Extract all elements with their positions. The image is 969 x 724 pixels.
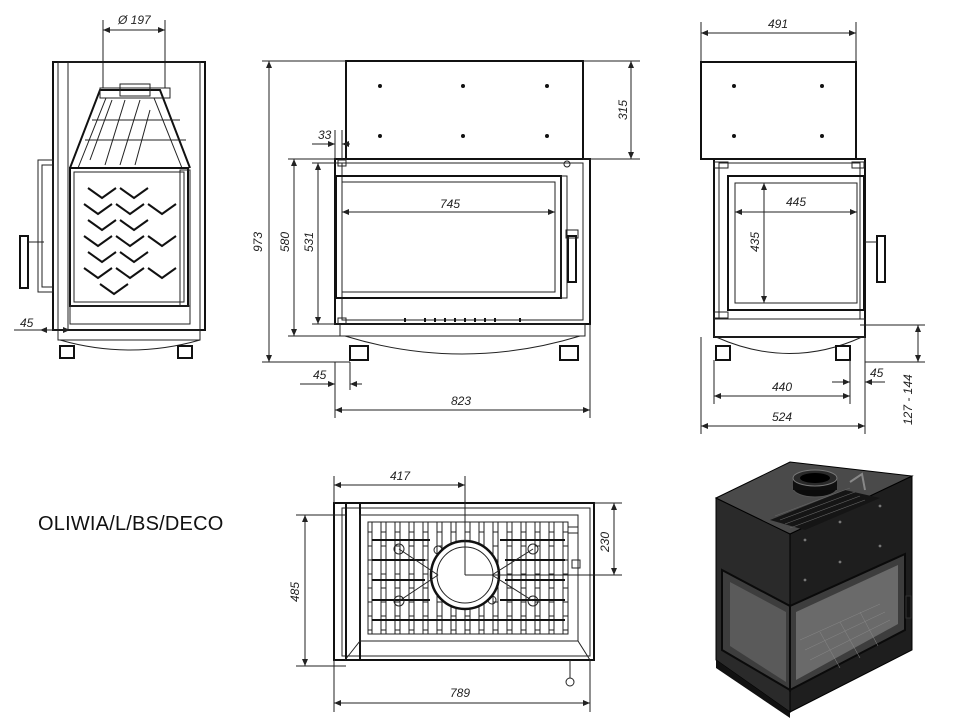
dim-right-glass-height: 435 <box>748 232 762 252</box>
model-name: OLIWIA/L/BS/DECO <box>38 513 224 535</box>
dim-right-leg-height: 127 - 144 <box>901 374 915 425</box>
side-view: Ø 197 <box>14 13 206 359</box>
top-view: 417 230 485 789 <box>288 469 622 712</box>
dim-top-flue-offset: 417 <box>390 469 411 483</box>
dim-front-total-height: 973 <box>251 232 265 252</box>
dim-side-offset: 45 <box>20 316 34 330</box>
dim-front-door-offset: 33 <box>318 128 332 142</box>
fireplace-3d-render <box>714 461 914 718</box>
right-side-view: 491 445 435 440 <box>700 17 925 434</box>
dim-top-flue-depth: 230 <box>598 532 612 553</box>
front-view: 745 973 580 531 33 315 45 <box>251 60 640 418</box>
dim-right-base-width: 524 <box>772 410 792 424</box>
dim-front-top-height: 315 <box>616 100 630 120</box>
dim-front-glass-width: 745 <box>440 197 460 211</box>
dim-top-depth: 485 <box>288 582 302 602</box>
dim-front-total-width: 823 <box>451 394 471 408</box>
dim-right-bottom-offset: 45 <box>870 366 884 380</box>
dim-side-flue-diameter: Ø 197 <box>117 13 152 27</box>
dim-right-leg-width: 440 <box>772 380 792 394</box>
dim-right-glass-width: 445 <box>786 195 806 209</box>
dim-front-glass-height: 531 <box>302 232 316 252</box>
dim-right-total-width: 491 <box>768 17 788 31</box>
dim-front-bottom-offset: 45 <box>313 368 327 382</box>
dim-top-width: 789 <box>450 686 470 700</box>
dim-front-door-height: 580 <box>278 232 292 252</box>
